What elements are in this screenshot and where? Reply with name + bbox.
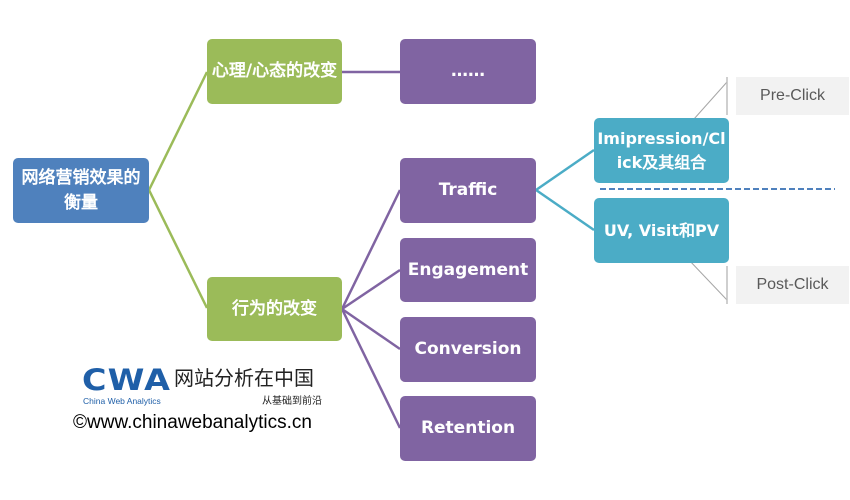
ellipsis-label: ……: [451, 61, 485, 82]
psych-label: 心理/心态的改变: [211, 61, 338, 82]
callout-post-click: [687, 258, 728, 301]
node-impression-click: Imipression/Click及其组合: [594, 118, 729, 183]
behavior-label: 行为的改变: [232, 298, 317, 319]
cwa-mark: CWA: [82, 363, 172, 397]
impression-click-label: Imipression/Click及其组合: [597, 129, 726, 172]
callout-pre-click: [693, 81, 728, 120]
root-node: 网络营销效果的衡量: [13, 158, 149, 223]
pre-click-label: Pre-Click: [760, 87, 825, 104]
connector-root-behavior: [147, 189, 209, 309]
cwa-name-cn: 网站分析在中国: [174, 366, 314, 390]
connector-root-psych: [147, 71, 209, 191]
annotation-pre-click: Pre-Click: [736, 77, 849, 115]
retention-label: Retention: [420, 418, 516, 439]
uv-visit-pv-label: UV, Visit和PV: [603, 220, 720, 240]
connector-behavior-engagement: [341, 268, 401, 311]
engagement-label: Engagement: [407, 259, 529, 280]
node-retention: Retention: [400, 396, 536, 461]
cwa-logo: CWA China Web Analytics 网站分析在中国 从基础到前沿: [82, 364, 342, 414]
connector-traffic-impression: [535, 148, 595, 192]
traffic-label: Traffic: [438, 180, 498, 201]
node-behavior-change: 行为的改变: [207, 277, 342, 341]
node-traffic: Traffic: [400, 158, 536, 223]
connector-behavior-retention: [340, 308, 402, 429]
copyright-text: ©www.chinawebanalytics.cn: [73, 412, 312, 433]
cwa-slogan-cn: 从基础到前沿: [262, 396, 322, 407]
node-psychological-change: 心理/心态的改变: [207, 39, 342, 104]
node-ellipsis: ……: [400, 39, 536, 104]
node-conversion: Conversion: [400, 317, 536, 382]
cwa-subtitle: China Web Analytics: [83, 396, 161, 406]
node-uv-visit-pv: UV, Visit和PV: [594, 198, 729, 263]
node-engagement: Engagement: [400, 238, 536, 302]
post-click-label: Post-Click: [756, 276, 829, 293]
connector-traffic-uv: [535, 188, 595, 232]
connector-behavior-conversion: [341, 307, 401, 351]
conversion-label: Conversion: [414, 339, 522, 360]
connector-behavior-traffic: [340, 189, 402, 310]
root-label: 网络营销效果的衡量: [21, 167, 141, 213]
annotation-post-click: Post-Click: [736, 266, 849, 304]
